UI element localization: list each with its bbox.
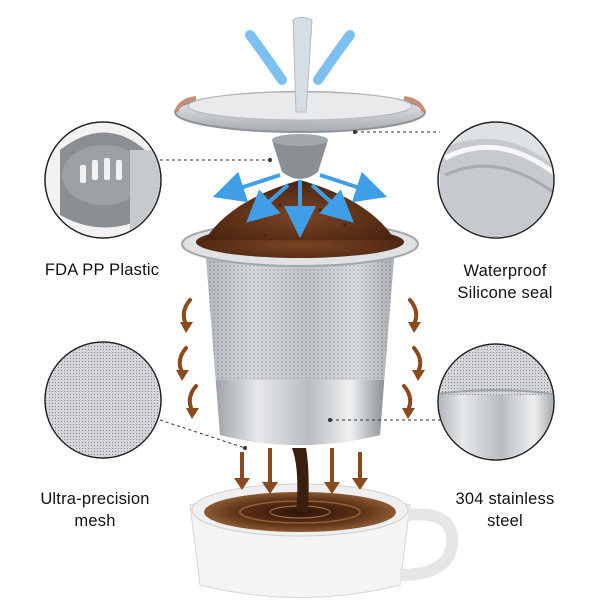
callout-steel-line2: steel (487, 512, 523, 530)
callout-seal-line1: Waterproof (463, 262, 547, 280)
callout-steel-line1: 304 stainless (455, 490, 555, 508)
filter-basket (181, 180, 419, 445)
water-stream (292, 17, 313, 113)
callout-mesh-line2: mesh (74, 512, 116, 530)
callout-label-plastic: FDA PP Plastic (22, 259, 182, 281)
detail-circle-seal (437, 121, 555, 239)
detail-circle-mesh (44, 341, 162, 459)
callout-label-seal: Waterproof Silicone seal (430, 260, 580, 304)
callout-leader-lines (159, 131, 440, 449)
flow-direction-arrows-icon (177, 298, 423, 412)
callout-plastic-line1: FDA PP Plastic (44, 261, 160, 279)
callout-seal-line2: Silicone seal (457, 284, 553, 302)
plastic-cone (272, 134, 328, 179)
coffee-cup (189, 483, 459, 598)
detail-circle-plastic (44, 121, 162, 239)
coffee-stream (292, 448, 309, 512)
callout-label-mesh: Ultra-precision mesh (20, 488, 170, 532)
callout-label-steel: 304 stainless steel (430, 488, 580, 532)
water-flow-arrows-icon (212, 171, 388, 238)
callout-mesh-line1: Ultra-precision (40, 490, 150, 508)
detail-circle-steel (437, 343, 555, 461)
incoming-water-arrows-icon (245, 30, 355, 85)
drip-arrows-icon (234, 448, 368, 494)
